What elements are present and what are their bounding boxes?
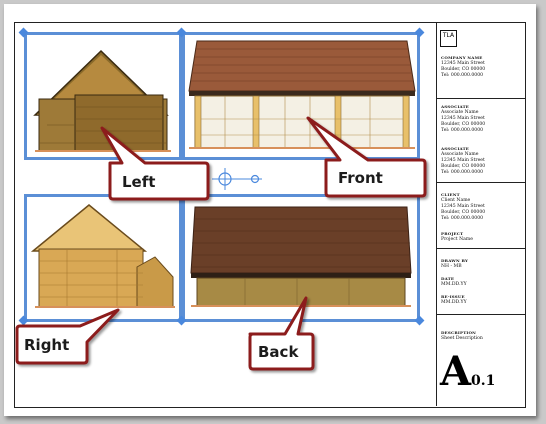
- reissue-date: RE-ISSUE MM.DD.YY: [441, 294, 467, 306]
- client-line: Boulder, CO 00000: [441, 210, 486, 215]
- back-elevation-drawing: [190, 206, 412, 307]
- project-name: Project Name: [441, 237, 473, 242]
- callout-right-label: Right: [24, 336, 69, 354]
- callout-back-label: Back: [258, 343, 299, 361]
- title-block-divider: [437, 314, 525, 315]
- viewport-left[interactable]: [24, 32, 182, 160]
- callout-left-label: Left: [122, 173, 155, 191]
- description-value: Sheet Description: [441, 336, 483, 341]
- right-elevation-drawing: [30, 204, 175, 308]
- drawn-by-label: DRAWN BY: [441, 258, 469, 263]
- company-line: 12345 Main Street: [441, 61, 485, 66]
- drawing-date: DATE MM.DD.YY: [441, 276, 467, 288]
- callout-front: Front: [306, 116, 427, 198]
- left-elevation-drawing: [33, 49, 171, 152]
- associate-line: Boulder, CO 00000: [441, 164, 486, 169]
- callout-front-label: Front: [338, 169, 383, 187]
- date-value: MM.DD.YY: [441, 282, 467, 287]
- associate-line: Tel: 000.000.0000: [441, 128, 484, 133]
- associate-2-label: ASSOCIATE: [441, 146, 470, 151]
- project-label: PROJECT: [441, 231, 464, 236]
- reissue-label: RE-ISSUE: [441, 294, 465, 299]
- title-block-divider: [437, 98, 525, 99]
- viewport-front[interactable]: [182, 32, 420, 160]
- description-label: DESCRIPTION: [441, 330, 476, 335]
- client-info: CLIENT Client Name 12345 Main Street Bou…: [441, 192, 485, 222]
- date-label: DATE: [441, 276, 455, 281]
- callout-right: Right: [15, 308, 120, 365]
- associate-line: 12345 Main Street: [441, 158, 485, 163]
- associate-line: 12345 Main Street: [441, 116, 485, 121]
- client-line: Tel: 000.000.0000: [441, 216, 484, 221]
- company-label: COMPANY NAME: [441, 55, 483, 60]
- project-info: PROJECT Project Name: [441, 231, 473, 243]
- sheet-border: [14, 22, 526, 408]
- viewport-back[interactable]: [182, 194, 420, 322]
- viewport-right[interactable]: [24, 194, 182, 322]
- firm-logo: TLA: [440, 30, 457, 47]
- associate-2-info: ASSOCIATE Associate Name 12345 Main Stre…: [441, 146, 485, 176]
- sheet-subnumber: 0.1: [471, 373, 496, 389]
- title-block-divider: [437, 182, 525, 183]
- title-block-divider: [437, 248, 525, 249]
- drawn-by: DRAWN BY NH - MB: [441, 258, 468, 270]
- reissue-value: MM.DD.YY: [441, 300, 467, 305]
- client-label: CLIENT: [441, 192, 460, 197]
- associate-line: Associate Name: [441, 152, 479, 157]
- sheet-number: A0.1: [440, 352, 495, 401]
- front-elevation-drawing: [188, 40, 416, 149]
- sheet-description: DESCRIPTION Sheet Description: [441, 330, 483, 342]
- callout-back: Back: [248, 296, 315, 371]
- callout-left: Left: [100, 126, 210, 201]
- company-info: COMPANY NAME 12345 Main Street Boulder, …: [441, 55, 485, 79]
- associate-line: Boulder, CO 00000: [441, 122, 486, 127]
- associate-line: Associate Name: [441, 110, 479, 115]
- client-line: Client Name: [441, 198, 471, 203]
- company-line: Boulder, CO 00000: [441, 67, 486, 72]
- crosshair-move-icon[interactable]: [210, 168, 264, 190]
- company-line: Tel: 000.000.0000: [441, 73, 484, 78]
- sheet-letter: A: [440, 348, 472, 395]
- associate-1-label: ASSOCIATE: [441, 104, 470, 109]
- associate-line: Tel: 000.000.0000: [441, 170, 484, 175]
- associate-1-info: ASSOCIATE Associate Name 12345 Main Stre…: [441, 104, 485, 134]
- client-line: 12345 Main Street: [441, 204, 485, 209]
- title-block: COMPANY NAME 12345 Main Street Boulder, …: [436, 22, 525, 406]
- drawn-by-value: NH - MB: [441, 264, 462, 269]
